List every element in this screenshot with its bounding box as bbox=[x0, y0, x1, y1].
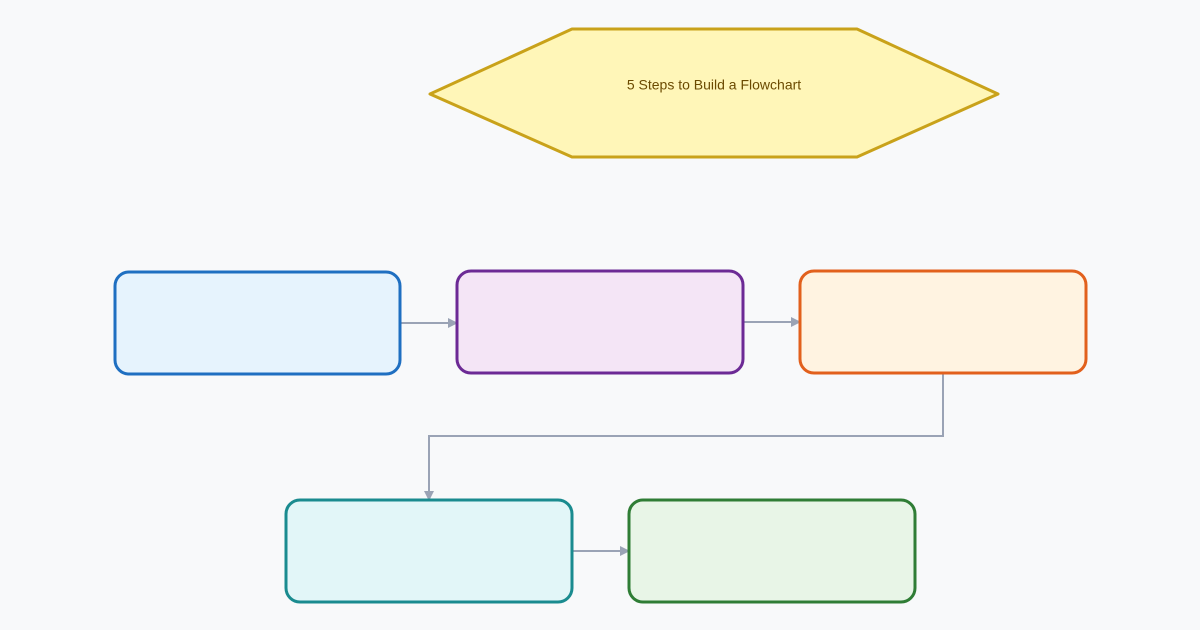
title-hexagon bbox=[428, 27, 1000, 159]
step-box-1 bbox=[113, 270, 402, 376]
step-box-4 bbox=[284, 498, 574, 604]
connector-step-3-to-step-4 bbox=[424, 373, 944, 501]
step-node-5[interactable] bbox=[627, 498, 917, 604]
step-node-1[interactable] bbox=[113, 270, 402, 376]
step-node-4[interactable] bbox=[284, 498, 574, 604]
step-box-2 bbox=[455, 269, 745, 375]
step-node-2[interactable] bbox=[455, 269, 745, 375]
title-node[interactable]: 5 Steps to Build a Flowchart bbox=[428, 27, 1000, 159]
step-box-5 bbox=[627, 498, 917, 604]
step-box-3 bbox=[798, 269, 1088, 375]
step-nodes bbox=[113, 269, 1088, 604]
step-node-3[interactable] bbox=[798, 269, 1088, 375]
diagram-title: 5 Steps to Build a Flowchart bbox=[627, 77, 801, 93]
connectors bbox=[400, 317, 944, 556]
